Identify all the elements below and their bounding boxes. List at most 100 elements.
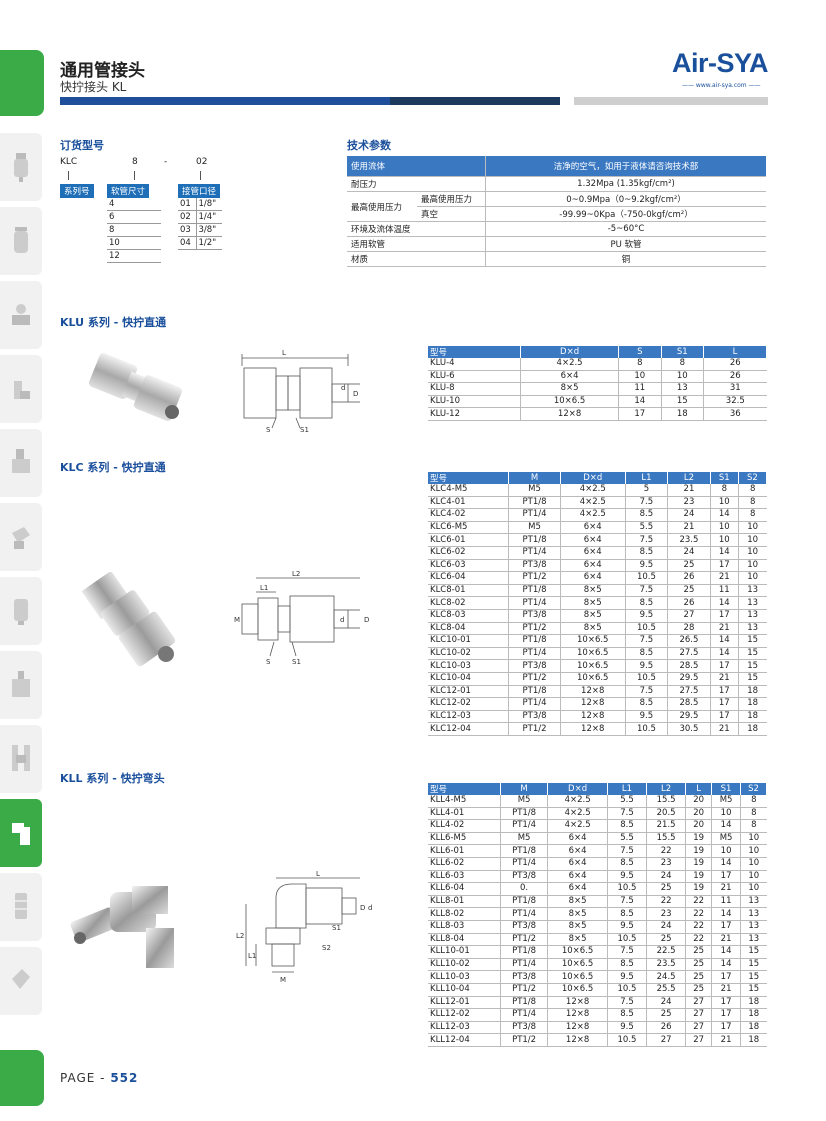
- table-cell: 4×2.5: [520, 358, 620, 371]
- table-cell: KLL10-03: [428, 970, 501, 984]
- dim-label: S: [266, 658, 271, 666]
- column-header: D×d: [547, 783, 608, 795]
- sidebar-item-fittings-active[interactable]: [0, 799, 42, 867]
- solenoid-icon: [12, 449, 30, 473]
- table-cell: 17: [710, 559, 739, 573]
- table-cell: 9.5: [625, 559, 669, 573]
- table-cell: 8×5: [547, 895, 608, 909]
- table-cell: 14: [711, 958, 742, 972]
- table-cell: KLL12-04: [428, 1033, 501, 1047]
- sidebar-item-block[interactable]: [0, 503, 42, 571]
- table-cell: 7.5: [625, 533, 669, 547]
- table-cell: 6×4: [547, 870, 608, 884]
- table-cell: KLL12-01: [428, 996, 501, 1010]
- table-cell: 29.5: [667, 672, 711, 686]
- table-cell: KLU-12: [428, 407, 522, 421]
- size-option: 10: [107, 236, 161, 250]
- sidebar-item-cylinder[interactable]: [0, 577, 42, 645]
- dim-label: L1: [248, 952, 256, 960]
- table-cell: 19: [685, 870, 713, 884]
- table-cell: PT1/8: [500, 945, 549, 959]
- order-label-size: 软管尺寸: [107, 184, 150, 198]
- sidebar-item-valve[interactable]: [0, 281, 42, 349]
- table-cell: 17: [711, 920, 742, 934]
- table-cell: 10: [661, 370, 705, 384]
- sidebar-item-gripper[interactable]: [0, 725, 42, 793]
- table-cell: 18: [738, 710, 767, 724]
- sidebar-item-regulator[interactable]: [0, 207, 42, 275]
- sidebar-item-accessory[interactable]: [0, 947, 42, 1015]
- spec-heading: 技术参数: [347, 139, 391, 152]
- table-cell: 14: [618, 395, 662, 409]
- table-cell: 10.5: [607, 933, 648, 947]
- table-cell: 21: [710, 622, 739, 636]
- table-cell: PT3/8: [500, 920, 549, 934]
- table-cell: 15: [661, 395, 705, 409]
- table-cell: 10: [711, 807, 742, 821]
- sidebar-item-filter[interactable]: [0, 133, 42, 201]
- table-cell: KLU-4: [428, 358, 522, 371]
- cylinder-icon: [14, 599, 28, 625]
- column-header: L: [685, 783, 713, 795]
- table-cell: KLL4-M5: [428, 795, 501, 808]
- table-cell: 21: [711, 983, 742, 997]
- table-cell: PT1/4: [500, 958, 549, 972]
- table-cell: 8×5: [547, 920, 608, 934]
- port-code: 01: [178, 198, 197, 211]
- sidebar-item-solenoid[interactable]: [0, 429, 42, 497]
- table-cell: 6×4: [560, 533, 626, 547]
- table-cell: PT3/8: [500, 870, 549, 884]
- table-cell: 22: [646, 844, 687, 858]
- table-cell: 14: [710, 508, 739, 522]
- table-cell: 18: [740, 1033, 767, 1047]
- table-cell: PT1/2: [500, 1033, 549, 1047]
- table-cell: 6×4: [547, 857, 608, 871]
- table-cell: PT1/4: [508, 508, 561, 522]
- table-cell: 23.5: [646, 958, 687, 972]
- table-cell: 8.5: [607, 958, 648, 972]
- sidebar-item-manifold[interactable]: [0, 651, 42, 719]
- table-cell: 25: [646, 1008, 687, 1022]
- spec-value: -99.99~0Kpa（-750-0kgf/cm²）: [485, 206, 766, 222]
- table-cell: KLC4-M5: [428, 484, 510, 497]
- spec-sublabel: 最高使用压力: [417, 191, 486, 207]
- dim-label: S: [266, 426, 271, 434]
- table-cell: 10×6.5: [520, 395, 620, 409]
- table-cell: 10: [738, 559, 767, 573]
- filter-icon: [14, 153, 28, 182]
- table-cell: 20: [685, 819, 713, 833]
- table-cell: 15: [738, 672, 767, 686]
- dim-label: d: [341, 384, 345, 392]
- table-cell: PT1/4: [508, 596, 561, 610]
- table-cell: PT1/2: [508, 571, 561, 585]
- table-cell: 21: [667, 484, 711, 497]
- table-cell: 36: [703, 407, 767, 421]
- table-cell: 12×8: [547, 1033, 608, 1047]
- order-heading: 订货型号: [60, 139, 104, 152]
- table-cell: 14: [710, 546, 739, 560]
- table-cell: 11: [711, 895, 742, 909]
- table-cell: KLC10-01: [428, 634, 510, 648]
- table-cell: 10: [710, 521, 739, 535]
- table-cell: 8×5: [560, 584, 626, 598]
- size-option: 6: [107, 210, 161, 224]
- table-cell: 9.5: [607, 920, 648, 934]
- sidebar-item-fitting-a[interactable]: [0, 355, 42, 423]
- port-size: 1/4": [196, 210, 222, 224]
- table-cell: 21: [710, 722, 739, 736]
- chapter-tab-top: [0, 50, 44, 116]
- table-cell: 22: [685, 907, 713, 921]
- table-cell: 27: [667, 609, 711, 623]
- sidebar-item-silencer[interactable]: [0, 873, 42, 941]
